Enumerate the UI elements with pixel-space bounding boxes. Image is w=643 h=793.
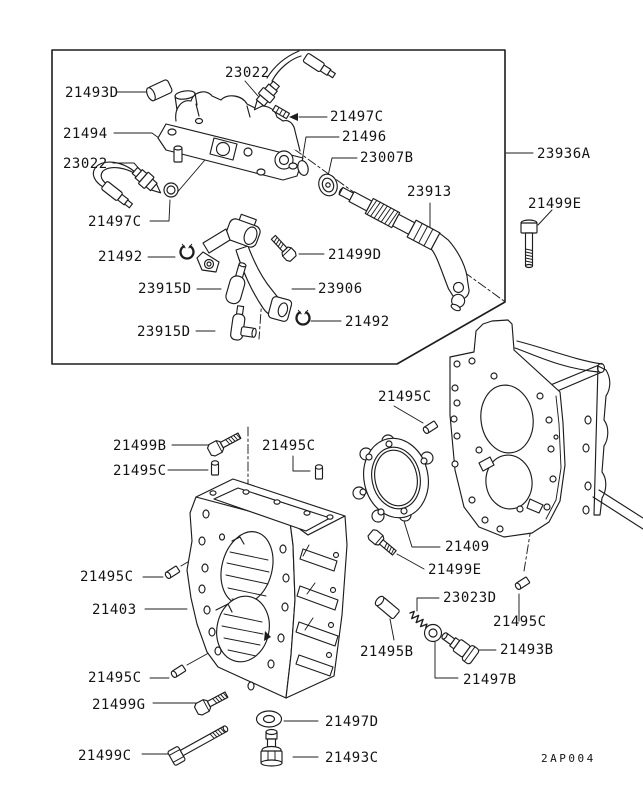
part-label-23023D: 23023D <box>443 590 497 606</box>
part-label-21497C-upper: 21497C <box>330 109 384 125</box>
part-label-21495C-lowleft: 21495C <box>88 670 142 686</box>
part-labels: 23022 21493D 21497C 21494 23022 21496 23… <box>63 65 596 766</box>
plug-part-21493B <box>441 632 480 665</box>
dowel-pin-f <box>170 664 187 679</box>
washer-part-21497D <box>255 710 283 728</box>
bolt-part-21499E-lower <box>367 529 397 556</box>
dowel-pin-b <box>210 460 220 476</box>
bolt-part-21499G <box>193 691 229 716</box>
arrow-head <box>289 113 298 121</box>
dowel-pin-d <box>164 565 181 580</box>
part-label-21499E-lower: 21499E <box>428 562 482 578</box>
part-label-21493C: 21493C <box>325 750 379 766</box>
snap-ring-left <box>179 243 195 260</box>
part-label-21494: 21494 <box>63 126 108 142</box>
rear-plate-bolt-holes <box>450 357 559 533</box>
plug-part-21493C <box>260 728 283 767</box>
part-label-21495C-under: 21495C <box>113 463 167 479</box>
gasket-pin-upper <box>271 104 291 120</box>
part-label-21403: 21403 <box>92 602 137 618</box>
dowel-pin-e <box>514 576 531 591</box>
part-label-23915D-lower: 23915D <box>137 324 191 340</box>
bolt-part-21499B <box>206 432 242 457</box>
part-label-23915D-upper: 23915D <box>138 281 192 297</box>
part-label-21492-right: 21492 <box>345 314 390 330</box>
gasket-ring-left <box>163 182 179 198</box>
switch-part-top <box>253 50 336 111</box>
oil-seal-part <box>318 173 338 197</box>
part-label-23007B: 23007B <box>360 150 414 166</box>
snap-ring-right <box>295 309 311 326</box>
part-label-23913: 23913 <box>407 184 452 200</box>
cap-part <box>146 79 173 102</box>
part-label-21495B: 21495B <box>360 644 414 660</box>
pin-part-21494 <box>173 145 183 163</box>
part-label-23936A: 23936A <box>537 146 591 162</box>
spring-pin-upper <box>225 262 247 305</box>
spring-part <box>409 610 428 630</box>
case-bolt-holes <box>198 509 290 691</box>
part-label-21493B: 21493B <box>500 642 554 658</box>
dowel-pin-c <box>422 420 439 435</box>
part-label-23022-left: 23022 <box>63 156 108 172</box>
part-label-21495C-gasket: 21495C <box>378 389 432 405</box>
shift-shaft-part <box>338 186 470 312</box>
part-label-21496: 21496 <box>342 129 387 145</box>
part-label-23906: 23906 <box>318 281 363 297</box>
o-ring-part <box>297 160 309 176</box>
part-label-21499G: 21499G <box>92 697 146 713</box>
washer-part-21497B <box>423 623 443 643</box>
shift-fork-part <box>196 213 293 322</box>
part-label-21497C-lower: 21497C <box>88 214 142 230</box>
pin-part-21495B <box>374 595 400 620</box>
switch-part-left <box>92 161 162 209</box>
bolt-part-21499E-upper <box>520 219 538 269</box>
dowel-pin-a <box>314 464 324 480</box>
part-label-21497B: 21497B <box>463 672 517 688</box>
part-label-21492-left: 21492 <box>98 249 143 265</box>
drawing-code: 2AP004 <box>541 752 596 765</box>
part-label-21409: 21409 <box>445 539 490 555</box>
part-label-21499B: 21499B <box>113 438 167 454</box>
spring-pin-lower <box>230 305 257 341</box>
part-label-21499D: 21499D <box>328 247 382 263</box>
inset-box-outline <box>51 49 506 365</box>
part-label-21495C-midleft: 21495C <box>80 569 134 585</box>
part-label-21497D: 21497D <box>325 714 379 730</box>
part-label-21493D: 21493D <box>65 85 119 101</box>
control-cover-part <box>157 90 304 181</box>
rear-plate-part <box>449 319 643 538</box>
gasket-part-21409 <box>352 434 434 523</box>
part-label-21495C-topcenter: 21495C <box>262 438 316 454</box>
part-label-21499C: 21499C <box>78 748 132 764</box>
part-label-21499E-upper: 21499E <box>528 196 582 212</box>
transmission-case-part <box>186 478 348 699</box>
part-label-21495C-right: 21495C <box>493 614 547 630</box>
bolt-part-21499C <box>167 725 229 766</box>
bolt-part-21499D <box>270 234 297 262</box>
part-label-23022-top: 23022 <box>225 65 270 81</box>
